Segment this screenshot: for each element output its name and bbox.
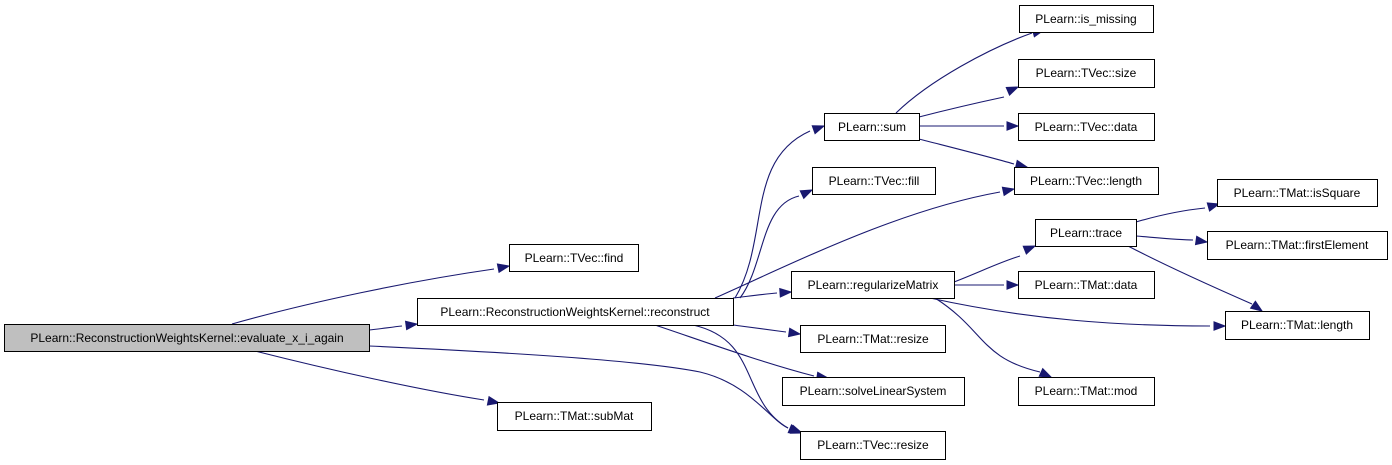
node-label: PLearn::regularizeMatrix bbox=[808, 278, 939, 292]
arrowhead-icon bbox=[1006, 280, 1020, 290]
arrowhead-icon bbox=[1213, 321, 1227, 331]
arrowhead-icon bbox=[787, 327, 802, 338]
node-tvec-size[interactable]: PLearn::TVec::size bbox=[1018, 59, 1155, 88]
node-reconstruct[interactable]: PLearn::ReconstructionWeightsKernel::rec… bbox=[417, 298, 734, 326]
node-label: PLearn::TMat::length bbox=[1241, 318, 1353, 332]
arrowhead-icon bbox=[811, 125, 826, 135]
arrowhead-icon bbox=[779, 287, 793, 298]
edge-trace-to-tmat-firstelement bbox=[1135, 235, 1209, 246]
node-label: PLearn::ReconstructionWeightsKernel::rec… bbox=[440, 305, 710, 319]
arrowhead-icon bbox=[404, 320, 419, 331]
node-tmat-mod[interactable]: PLearn::TMat::mod bbox=[1018, 377, 1155, 406]
edge-line bbox=[918, 96, 1005, 118]
node-label: PLearn::trace bbox=[1050, 226, 1122, 240]
edge-reconstruct-to-regularize bbox=[732, 287, 793, 299]
edges-layer bbox=[231, 28, 1264, 434]
node-tvec-resize[interactable]: PLearn::TVec::resize bbox=[800, 431, 946, 460]
node-label: PLearn::TMat::data bbox=[1035, 278, 1138, 292]
edge-line bbox=[368, 325, 403, 331]
node-label: PLearn::sum bbox=[838, 120, 906, 134]
node-tmat-issquare[interactable]: PLearn::TMat::isSquare bbox=[1217, 179, 1378, 207]
node-label: PLearn::TMat::subMat bbox=[515, 409, 634, 423]
node-sum[interactable]: PLearn::sum bbox=[824, 113, 920, 141]
edge-evaluate-to-tvec-find bbox=[231, 263, 511, 325]
arrowhead-icon bbox=[787, 424, 802, 434]
arrowhead-icon bbox=[1206, 202, 1221, 212]
edge-reconstruct-to-tvec-resize bbox=[692, 324, 802, 434]
edge-evaluate-to-tmat-submat bbox=[254, 350, 501, 406]
edge-reconstruct-to-tmat-resize bbox=[732, 324, 802, 338]
edge-line bbox=[732, 324, 787, 333]
edge-line bbox=[918, 138, 1015, 165]
node-tmat-resize[interactable]: PLearn::TMat::resize bbox=[800, 325, 946, 353]
nodes-layer: PLearn::ReconstructionWeightsKernel::eva… bbox=[4, 5, 1388, 460]
arrowhead-icon bbox=[1005, 86, 1020, 97]
node-label: PLearn::ReconstructionWeightsKernel::eva… bbox=[30, 331, 343, 345]
edge-line bbox=[368, 345, 789, 429]
node-tmat-length[interactable]: PLearn::TMat::length bbox=[1225, 311, 1370, 340]
node-tvec-fill[interactable]: PLearn::TVec::fill bbox=[812, 167, 936, 195]
node-regularize-matrix[interactable]: PLearn::regularizeMatrix bbox=[791, 271, 955, 299]
arrowhead-icon bbox=[1022, 245, 1037, 255]
arrowhead-icon bbox=[799, 189, 814, 200]
edge-sum-to-tvec-data bbox=[919, 121, 1020, 131]
edge-line bbox=[692, 324, 789, 429]
node-trace[interactable]: PLearn::trace bbox=[1035, 219, 1137, 247]
edge-sum-to-tvec-length bbox=[918, 138, 1029, 170]
edge-reconstruct-to-tvec-length bbox=[714, 186, 1016, 299]
node-label: PLearn::TVec::find bbox=[525, 251, 624, 265]
node-tmat-firstelement[interactable]: PLearn::TMat::firstElement bbox=[1207, 231, 1388, 260]
node-label: PLearn::TMat::mod bbox=[1035, 384, 1138, 398]
edge-line bbox=[739, 195, 800, 299]
edge-line bbox=[254, 350, 485, 401]
edge-line bbox=[231, 268, 495, 325]
node-label: PLearn::TMat::firstElement bbox=[1226, 238, 1369, 252]
node-label: PLearn::TVec::resize bbox=[817, 438, 929, 452]
edge-line bbox=[1135, 235, 1194, 241]
edge-line bbox=[1135, 207, 1206, 223]
arrowhead-icon bbox=[1038, 367, 1053, 378]
edge-trace-to-tmat-length bbox=[1127, 245, 1264, 312]
node-tvec-data[interactable]: PLearn::TVec::data bbox=[1018, 113, 1155, 141]
node-tmat-data[interactable]: PLearn::TMat::data bbox=[1018, 271, 1155, 299]
edge-line bbox=[732, 292, 778, 299]
edge-trace-to-tmat-issquare bbox=[1135, 202, 1221, 223]
node-tvec-length[interactable]: PLearn::TVec::length bbox=[1014, 167, 1159, 195]
arrowhead-icon bbox=[486, 395, 501, 406]
edge-line bbox=[895, 32, 1033, 114]
edge-sum-to-tvec-size bbox=[918, 86, 1020, 118]
edge-evaluate-to-reconstruct bbox=[368, 320, 419, 331]
node-label: PLearn::TVec::data bbox=[1035, 120, 1138, 134]
edge-regularize-to-tmat-mod bbox=[934, 297, 1053, 378]
node-label: PLearn::solveLinearSystem bbox=[800, 384, 947, 398]
node-tmat-submat[interactable]: PLearn::TMat::subMat bbox=[497, 402, 652, 431]
edge-regularize-to-trace bbox=[953, 245, 1037, 283]
arrowhead-icon bbox=[496, 263, 511, 274]
node-evaluate-x-i-again[interactable]: PLearn::ReconstructionWeightsKernel::eva… bbox=[4, 324, 370, 352]
arrowhead-icon bbox=[1001, 186, 1016, 197]
edge-line bbox=[934, 297, 1041, 373]
edge-line bbox=[654, 324, 815, 377]
arrowhead-icon bbox=[1194, 235, 1209, 246]
node-label: PLearn::TMat::isSquare bbox=[1234, 186, 1361, 200]
node-is-missing[interactable]: PLearn::is_missing bbox=[1019, 5, 1154, 33]
edge-line bbox=[734, 130, 811, 299]
node-label: PLearn::TVec::fill bbox=[829, 174, 920, 188]
edge-reconstruct-to-sum bbox=[734, 125, 826, 299]
node-solve-linear-system[interactable]: PLearn::solveLinearSystem bbox=[782, 377, 965, 406]
arrowhead-icon bbox=[1249, 300, 1264, 312]
edge-line bbox=[953, 255, 1021, 283]
edge-reconstruct-to-tvec-fill bbox=[739, 189, 814, 299]
arrowhead-icon bbox=[1006, 121, 1020, 131]
node-label: PLearn::TVec::length bbox=[1030, 174, 1142, 188]
node-label: PLearn::TMat::resize bbox=[817, 332, 929, 346]
edge-line bbox=[929, 297, 1211, 327]
node-label: PLearn::is_missing bbox=[1035, 12, 1136, 26]
edge-regularize-to-tmat-data bbox=[954, 280, 1020, 290]
edge-regularize-to-tmat-length bbox=[929, 297, 1227, 331]
edge-line bbox=[714, 191, 1001, 299]
node-tvec-find[interactable]: PLearn::TVec::find bbox=[509, 244, 639, 272]
node-label: PLearn::TVec::size bbox=[1036, 66, 1137, 80]
edge-line bbox=[1127, 245, 1253, 305]
